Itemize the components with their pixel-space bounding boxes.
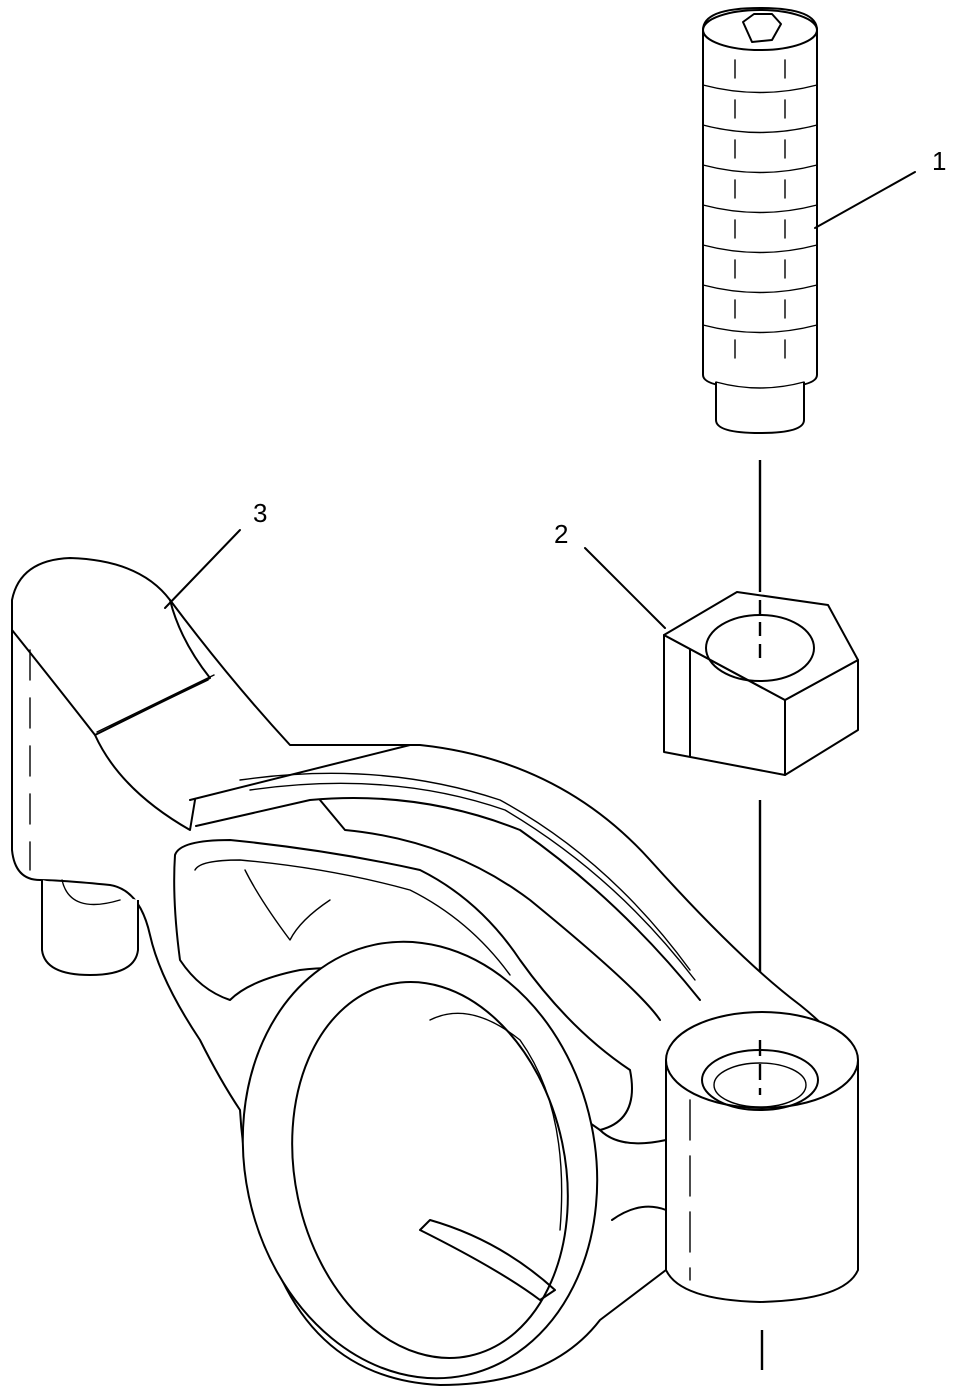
rocker-arm	[11, 557, 859, 1386]
leader-line-1	[814, 171, 916, 229]
callout-label-1: 1	[932, 146, 946, 176]
leader-line-2	[584, 547, 666, 629]
hex-nut	[663, 591, 859, 776]
callout-label-3: 3	[253, 498, 267, 528]
leader-line-3	[164, 529, 241, 609]
callout-label-2: 2	[554, 519, 568, 549]
cap-screw	[702, 7, 818, 434]
